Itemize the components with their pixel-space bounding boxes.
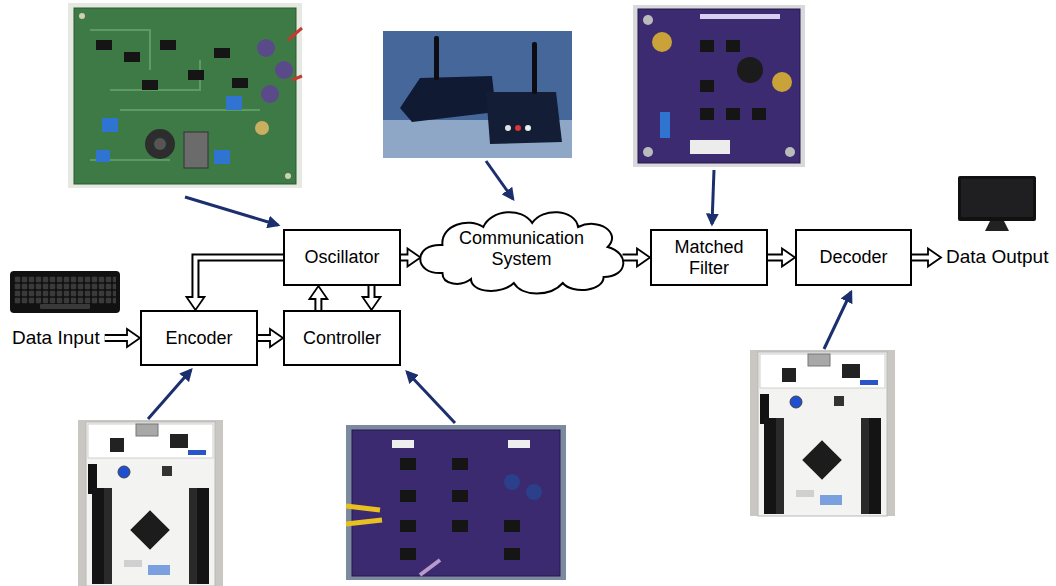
process-box: Decoder [795, 229, 912, 286]
node-label: Decoder [819, 247, 887, 268]
cloud-shape: Communication System [420, 203, 624, 295]
connector-inner [258, 336, 273, 340]
leader-arrow [486, 161, 513, 199]
hollow-arrow [309, 286, 327, 310]
hollow-arrow [363, 286, 381, 310]
process-box: Controller [283, 310, 401, 366]
leader-arrow [185, 197, 278, 225]
hollow-arrow [623, 249, 651, 267]
leader-arrow [148, 370, 191, 419]
keyboard-icon [10, 271, 120, 313]
connector-outer [195, 258, 283, 298]
controller-board-photo [346, 425, 566, 580]
node-label: Controller [303, 328, 381, 349]
hollow-arrow [768, 249, 795, 267]
input-arrow-inner [105, 336, 130, 340]
output-arrow [912, 249, 941, 267]
monitor-icon [958, 176, 1036, 231]
connector-inner [401, 256, 410, 260]
wireless-units-photo [383, 31, 572, 158]
cloud-path [420, 212, 623, 293]
hollow-arrow [186, 258, 283, 311]
encoder-board-photo [78, 420, 223, 586]
node-label: Matched Filter [667, 237, 751, 278]
oscillator-board-photo [68, 3, 302, 188]
hollow-arrow [401, 249, 421, 267]
process-box: Matched Filter [650, 229, 768, 286]
hollow-arrow [258, 329, 283, 347]
node-label: Communication System [452, 228, 592, 269]
process-box: Oscillator [283, 229, 401, 286]
node-label: Encoder [165, 328, 232, 349]
connector-inner [370, 286, 374, 300]
output-arrow-inner [912, 256, 931, 260]
io-label: Data Output [946, 246, 1048, 268]
leader-arrow [712, 170, 714, 224]
connector-inner [195, 258, 283, 300]
io-label: Data Input [12, 327, 100, 349]
node-label: Oscillator [304, 247, 379, 268]
process-box: Encoder [140, 310, 258, 366]
connector-inner [768, 256, 785, 260]
connector-inner [316, 297, 320, 311]
matched-filter-board-photo [633, 5, 805, 167]
input-arrow [105, 329, 140, 347]
leader-arrow [407, 372, 455, 423]
decoder-board-photo [750, 350, 895, 516]
connector-inner [623, 256, 640, 260]
leader-arrow [824, 292, 851, 349]
